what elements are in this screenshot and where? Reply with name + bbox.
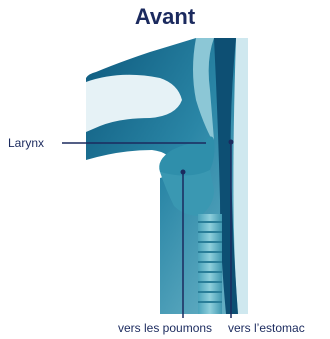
larynx-label: Larynx — [8, 136, 44, 150]
stomach-leader-dot — [229, 140, 234, 145]
lungs-leader-dot — [181, 170, 186, 175]
neck-exterior — [233, 38, 248, 314]
trachea — [198, 214, 222, 314]
stomach-label: vers l’estomac — [228, 321, 305, 335]
lungs-label: vers les poumons — [118, 321, 212, 335]
